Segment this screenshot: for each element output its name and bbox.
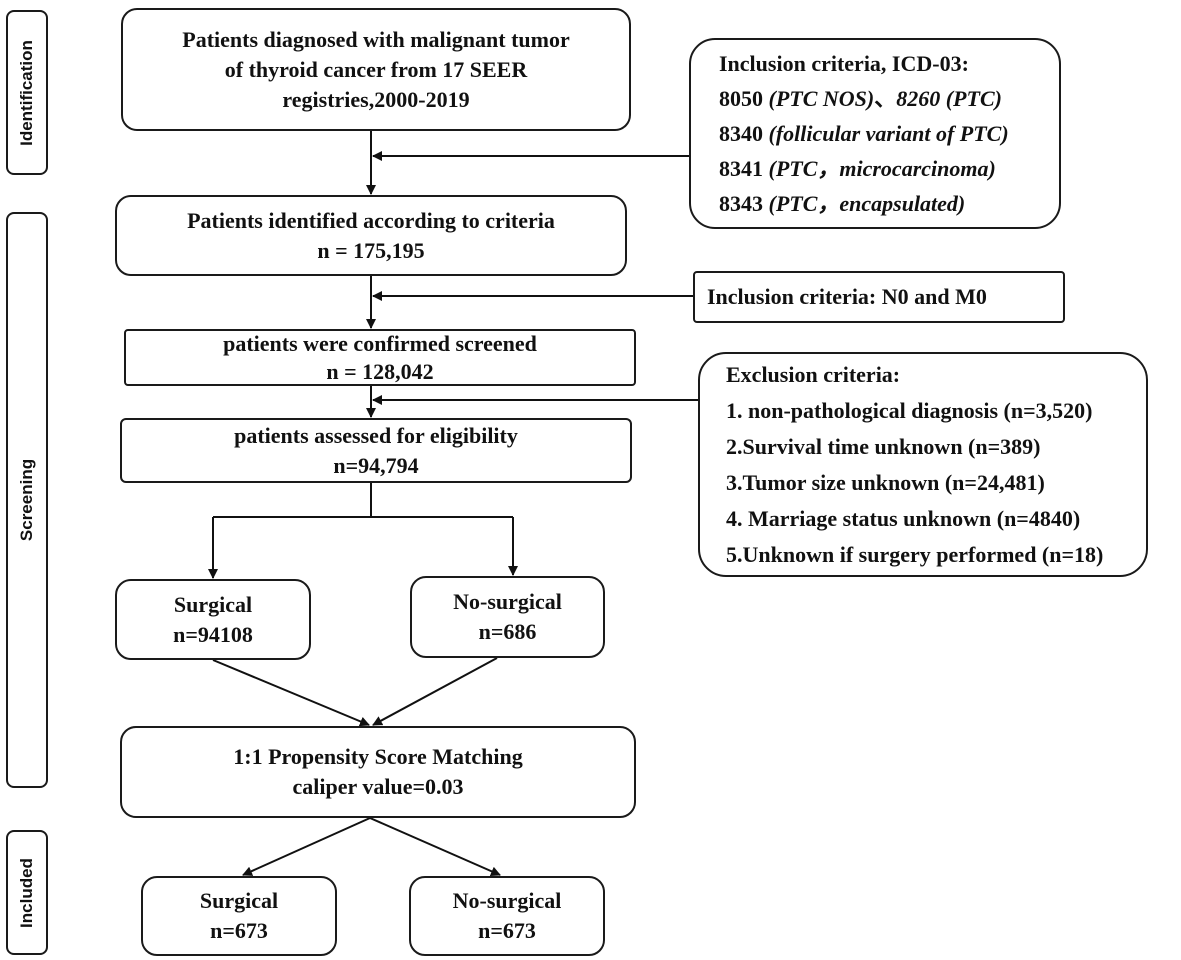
box-assessed-line-2: n=94,794: [333, 452, 419, 478]
box-nonsurgical-post-line-1: No-surgical: [452, 888, 562, 913]
box-nonsurgical-pre-line-2: n=686: [478, 619, 537, 644]
inclusion-icd-title: Inclusion criteria, ICD-03:: [719, 51, 969, 76]
box-psm-line-1: 1:1 Propensity Score Matching: [233, 744, 523, 769]
stage-screening: Screening: [6, 212, 48, 788]
inclusion-icd-code-segment: (PTC，microcarcinoma): [768, 156, 996, 181]
arrow-nonsurgical-to-psm: [372, 657, 498, 726]
box-confirmed-line-2: n = 128,042: [326, 358, 434, 384]
inclusion-icd-codes: 8050 (PTC NOS)、8260 (PTC)8340 (follicula…: [719, 81, 1059, 221]
box-nonsurgical-post: No-surgical n=673: [409, 876, 605, 956]
inclusion-icd-code-segment: 8260 (PTC): [896, 86, 1002, 111]
inclusion-icd-code-segment: 8343: [719, 191, 769, 216]
inclusion-icd-code-row: 8341 (PTC，microcarcinoma): [719, 151, 1059, 186]
inclusion-icd-code-segment: 8341: [719, 156, 769, 181]
arrow-psm-to-nonsurgical-post: [369, 817, 501, 876]
box-surgical-post-line-2: n=673: [210, 918, 268, 943]
box-surgical-pre: Surgical n=94108: [115, 579, 311, 660]
inclusion-icd-code-segment: 8340: [719, 121, 769, 146]
box-identified-line-1: Patients identified according to criteri…: [187, 207, 555, 233]
box-inclusion-n0m0: Inclusion criteria: N0 and M0: [693, 271, 1065, 323]
inclusion-icd-code-segment: (follicular variant of PTC): [768, 121, 1009, 146]
inclusion-icd-code-segment: 、: [874, 86, 897, 111]
exclusion-title: Exclusion criteria:: [726, 361, 901, 387]
box-diagnosed-line-2: of thyroid cancer from 17 SEER: [224, 56, 528, 82]
inclusion-icd-code-segment: (PTC NOS): [768, 86, 875, 111]
box-identified: Patients identified according to criteri…: [115, 195, 627, 276]
box-identified-line-2: n = 175,195: [317, 237, 425, 263]
box-surgical-post: Surgical n=673: [141, 876, 337, 956]
box-assessed: patients assessed for eligibility n=94,7…: [120, 418, 632, 483]
box-diagnosed-line-1: Patients diagnosed with malignant tumor: [182, 26, 570, 52]
inclusion-icd-code-row: 8050 (PTC NOS)、8260 (PTC): [719, 81, 1059, 116]
box-psm-line-2: caliper value=0.03: [292, 774, 464, 799]
box-inclusion-icd: Inclusion criteria, ICD-03: 8050 (PTC NO…: [689, 38, 1061, 229]
box-surgical-pre-line-1: Surgical: [173, 591, 253, 617]
inclusion-icd-code-segment: 8050: [719, 86, 769, 111]
box-nonsurgical-post-line-2: n=673: [478, 918, 536, 943]
arrow-psm-to-surgical-post: [242, 817, 371, 876]
exclusion-item: 1. non-pathological diagnosis (n=3,520): [726, 397, 1093, 423]
exclusion-item: 5.Unknown if surgery performed (n=18): [726, 541, 1104, 567]
box-exclusion: Exclusion criteria: 1. non-pathological …: [698, 352, 1148, 577]
box-psm: 1:1 Propensity Score Matching caliper va…: [120, 726, 636, 818]
stage-included: Included: [6, 830, 48, 955]
exclusion-item: 4. Marriage status unknown (n=4840): [726, 505, 1081, 531]
box-confirmed: patients were confirmed screened n = 128…: [124, 329, 636, 386]
inclusion-icd-code-segment: (PTC，encapsulated): [768, 191, 966, 216]
arrow-surgical-to-psm: [212, 659, 370, 727]
box-confirmed-line-1: patients were confirmed screened: [223, 330, 537, 356]
box-surgical-pre-line-2: n=94108: [173, 621, 253, 647]
box-nonsurgical-pre: No-surgical n=686: [410, 576, 605, 658]
exclusion-item: 3.Tumor size unknown (n=24,481): [726, 469, 1045, 495]
stage-identification: Identification: [6, 10, 48, 175]
inclusion-icd-code-row: 8343 (PTC，encapsulated): [719, 186, 1059, 221]
box-diagnosed: Patients diagnosed with malignant tumor …: [121, 8, 631, 131]
box-assessed-line-1: patients assessed for eligibility: [234, 422, 518, 448]
box-nonsurgical-pre-line-1: No-surgical: [453, 589, 562, 614]
box-diagnosed-line-3: registries,2000-2019: [282, 86, 470, 112]
inclusion-n0m0-text: Inclusion criteria: N0 and M0: [707, 284, 987, 309]
inclusion-icd-code-row: 8340 (follicular variant of PTC): [719, 116, 1059, 151]
exclusion-item: 2.Survival time unknown (n=389): [726, 433, 1041, 459]
box-surgical-post-line-1: Surgical: [199, 888, 279, 913]
